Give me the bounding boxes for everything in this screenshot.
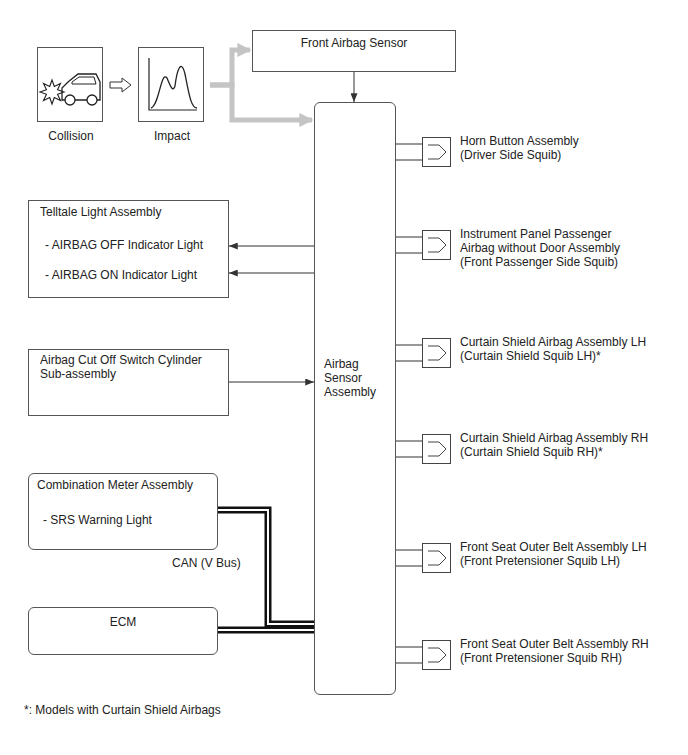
- connector-symbol: [422, 640, 452, 671]
- bus-label: CAN (V Bus): [170, 556, 243, 570]
- signal-arrow: [229, 382, 314, 383]
- node-label: Collision: [26, 129, 116, 143]
- signal-arrow: [210, 50, 250, 85]
- ecu-box: Airbag Sensor Assembly: [314, 102, 396, 695]
- bus-core: [218, 629, 314, 631]
- signal-arrow: [354, 72, 355, 102]
- signal-arrow: [229, 246, 314, 247]
- node-label: Combination Meter Assembly: [37, 478, 215, 492]
- list-item: - AIRBAG OFF Indicator Light: [45, 238, 225, 252]
- squib-connector: Front Seat Outer Belt Assembly RH (Front…: [422, 640, 677, 670]
- impact-illustration: [139, 48, 203, 121]
- node-label: Airbag Cut Off Switch Cylinder Sub-assem…: [40, 353, 225, 381]
- squib-wire: [396, 441, 422, 457]
- squib-connector: Instrument Panel Passenger Airbag withou…: [422, 230, 677, 260]
- node-label: Curtain Shield Airbag Assembly RH (Curta…: [460, 431, 675, 459]
- component-box: ECM: [28, 607, 218, 655]
- squib-wire: [396, 550, 422, 566]
- connector-symbol: [422, 434, 452, 465]
- node-label: Impact: [127, 129, 217, 143]
- connector-symbol: [422, 137, 452, 168]
- node-label: Front Airbag Sensor: [253, 36, 455, 50]
- squib-wire: [396, 237, 422, 253]
- signal-arrow: [210, 85, 312, 120]
- illustration-box: Impact: [138, 47, 204, 122]
- squib-wire: [396, 647, 422, 663]
- squib-connector: Curtain Shield Airbag Assembly LH (Curta…: [422, 338, 677, 368]
- squib-connector: Horn Button Assembly (Driver Side Squib): [422, 137, 677, 167]
- connector-symbol: [422, 543, 452, 574]
- collision-illustration: [38, 48, 102, 121]
- node-label: Front Seat Outer Belt Assembly RH (Front…: [460, 637, 675, 665]
- illustration-box: Collision: [37, 47, 103, 122]
- list-item: - SRS Warning Light: [43, 513, 213, 527]
- component-box: Combination Meter Assembly - SRS Warning …: [28, 473, 218, 550]
- signal-arrow: [110, 78, 131, 92]
- squib-connector: Front Seat Outer Belt Assembly LH (Front…: [422, 543, 677, 573]
- node-label: Horn Button Assembly (Driver Side Squib): [460, 134, 600, 162]
- connector-symbol: [422, 230, 452, 261]
- can-bus-line: [218, 627, 314, 634]
- node-label: Airbag Sensor Assembly: [324, 357, 390, 399]
- squib-wire: [396, 345, 422, 361]
- component-box: Airbag Cut Off Switch Cylinder Sub-assem…: [28, 349, 229, 416]
- list-item: - AIRBAG ON Indicator Light: [45, 268, 225, 282]
- node-label: ECM: [29, 615, 217, 629]
- squib-connector: Curtain Shield Airbag Assembly RH (Curta…: [422, 434, 677, 464]
- signal-arrow: [229, 273, 314, 274]
- node-label: Curtain Shield Airbag Assembly LH (Curta…: [460, 335, 675, 363]
- connector-symbol: [422, 338, 452, 369]
- component-box: Telltale Light Assembly - AIRBAG OFF Indi…: [28, 200, 229, 298]
- node-label: Front Seat Outer Belt Assembly LH (Front…: [460, 540, 675, 568]
- sensor-box: Front Airbag Sensor: [252, 30, 456, 72]
- node-label: Instrument Panel Passenger Airbag withou…: [460, 227, 638, 269]
- squib-wire: [396, 144, 422, 160]
- node-label: Telltale Light Assembly: [40, 205, 225, 219]
- footnote: *: Models with Curtain Shield Airbags: [24, 703, 221, 717]
